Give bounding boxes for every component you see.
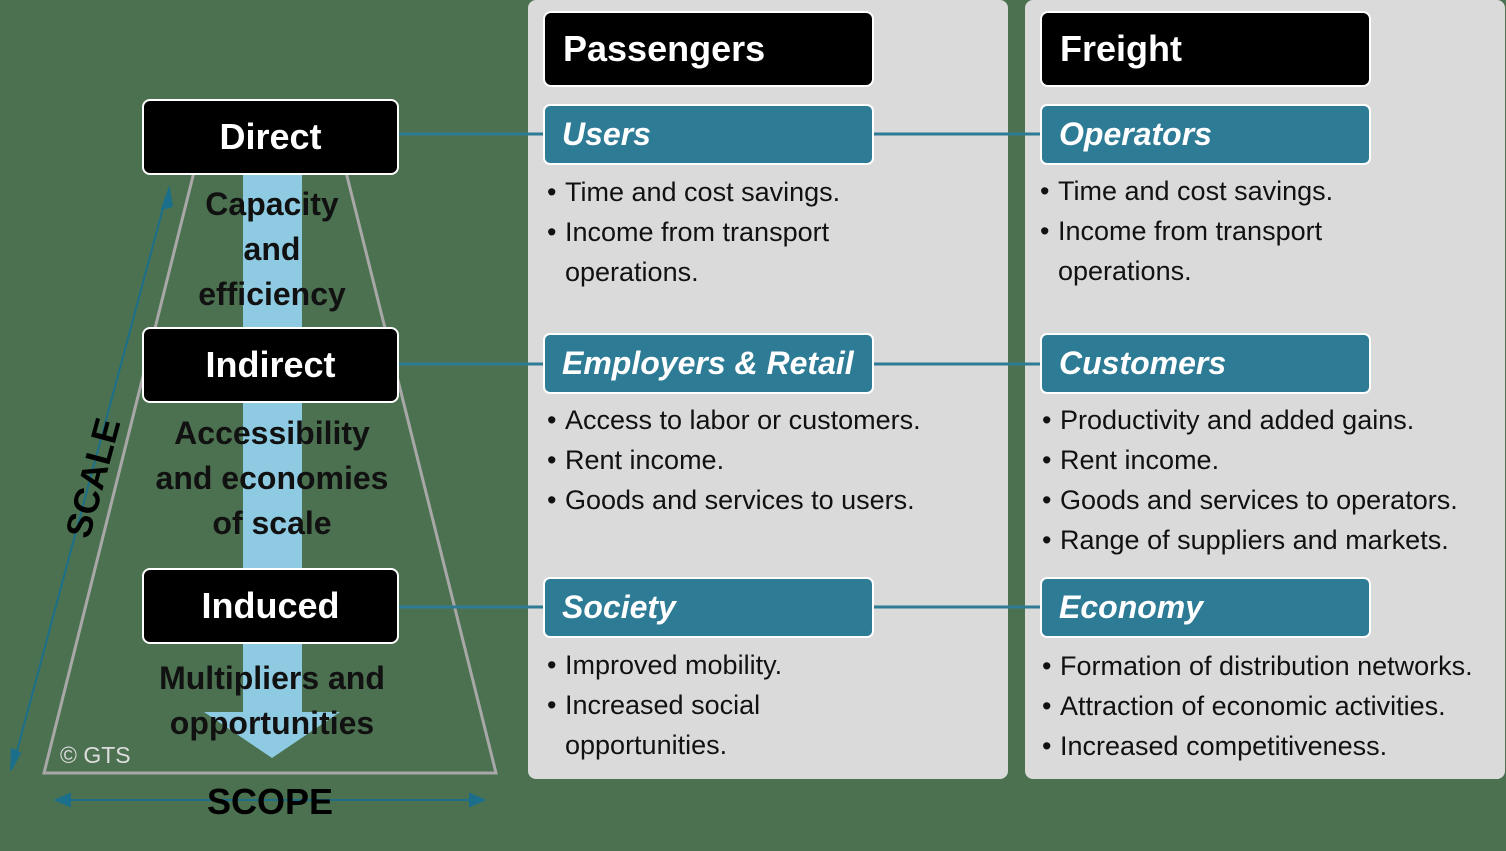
list-item: Range of suppliers and markets. bbox=[1042, 520, 1497, 560]
scale-axis-arrow bbox=[10, 185, 174, 771]
list-item: Goods and services to users. bbox=[547, 480, 997, 520]
freight-economy-bullets: Formation of distribution networks. Attr… bbox=[1042, 646, 1502, 766]
list-item-continuation: operations. bbox=[565, 257, 699, 287]
list-item: Increased competitiveness. bbox=[1042, 726, 1502, 766]
passengers-society-bullets: Improved mobility. Increased social oppo… bbox=[547, 645, 987, 765]
list-item: Time and cost savings. bbox=[1040, 171, 1490, 211]
freight-economy-title: Economy bbox=[1040, 577, 1371, 638]
list-item: Goods and services to operators. bbox=[1042, 480, 1497, 520]
transition-multipliers: Multipliers and opportunities bbox=[159, 660, 385, 741]
list-item: Time and cost savings. bbox=[547, 172, 987, 212]
transition-accessibility: Accessibility and economies of scale bbox=[155, 415, 389, 541]
scope-axis-arrow bbox=[53, 792, 487, 808]
list-item: Attraction of economic activities. bbox=[1042, 686, 1502, 726]
level-indirect: Indirect bbox=[142, 327, 399, 403]
list-item: Formation of distribution networks. bbox=[1042, 646, 1502, 686]
passengers-users-title: Users bbox=[543, 104, 874, 165]
freight-header: Freight bbox=[1040, 11, 1371, 87]
list-item: Improved mobility. bbox=[547, 645, 987, 685]
passengers-users-bullets: Time and cost savings. Income from trans… bbox=[547, 172, 987, 292]
level-direct: Direct bbox=[142, 99, 399, 175]
list-item: Rent income. bbox=[1042, 440, 1497, 480]
freight-operators-title: Operators bbox=[1040, 104, 1371, 165]
level-induced: Induced bbox=[142, 568, 399, 644]
transition-capacity: Capacity and efficiency bbox=[198, 186, 346, 312]
list-item: Productivity and added gains. bbox=[1042, 400, 1497, 440]
passengers-society-title: Society bbox=[543, 577, 874, 638]
passengers-employers-bullets: Access to labor or customers. Rent incom… bbox=[547, 400, 997, 520]
list-item: Access to labor or customers. bbox=[547, 400, 997, 440]
list-item: Income from transport bbox=[1040, 211, 1490, 251]
passengers-employers-title: Employers & Retail bbox=[543, 333, 874, 394]
freight-operators-bullets: Time and cost savings. Income from trans… bbox=[1040, 171, 1490, 291]
list-item-continuation: operations. bbox=[1058, 256, 1192, 286]
list-item: Increased social bbox=[547, 685, 987, 725]
list-item-continuation: opportunities. bbox=[565, 730, 728, 760]
passengers-header: Passengers bbox=[543, 11, 874, 87]
freight-customers-title: Customers bbox=[1040, 333, 1371, 394]
list-item: Rent income. bbox=[547, 440, 997, 480]
copyright: © GTS bbox=[60, 742, 131, 768]
scope-label: SCOPE bbox=[206, 781, 334, 822]
list-item: Income from transport bbox=[547, 212, 987, 252]
flow-arrow bbox=[204, 172, 340, 758]
freight-customers-bullets: Productivity and added gains. Rent incom… bbox=[1042, 400, 1497, 560]
